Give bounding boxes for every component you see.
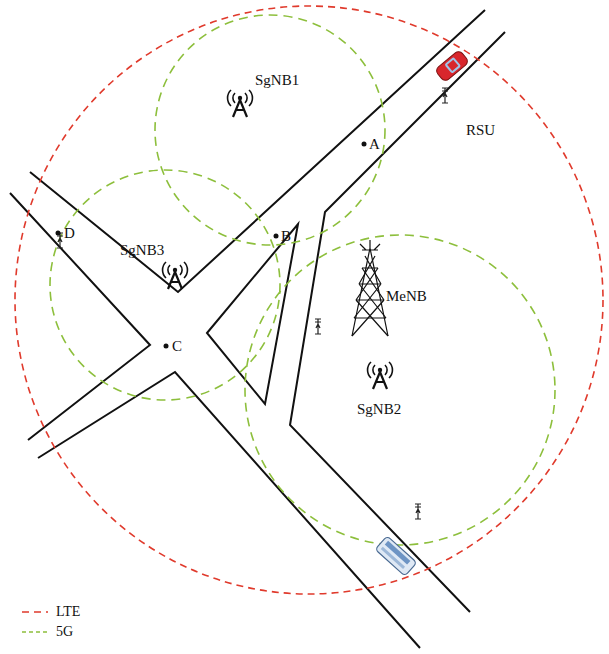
legend-line-sample bbox=[22, 631, 48, 633]
rsu-icon bbox=[415, 504, 421, 519]
5g-coverage bbox=[50, 15, 555, 545]
sgnb-antenna bbox=[163, 262, 188, 289]
station-label: SgNB1 bbox=[255, 73, 299, 88]
rsu-icon bbox=[315, 319, 321, 334]
rsu-label: RSU bbox=[466, 123, 495, 138]
station-label: MeNB bbox=[386, 289, 427, 304]
road-lines bbox=[10, 10, 505, 648]
station-label: SgNB3 bbox=[120, 243, 164, 258]
point-label: D bbox=[64, 226, 75, 241]
legend-text: 5G bbox=[56, 625, 73, 639]
point-label: C bbox=[172, 339, 182, 354]
legend-line-sample bbox=[22, 611, 48, 613]
bus-icon bbox=[375, 536, 417, 576]
rsu-icon bbox=[442, 88, 448, 103]
legend-text: LTE bbox=[56, 605, 80, 619]
point-label: A bbox=[369, 137, 380, 152]
station-label: SgNB2 bbox=[357, 402, 401, 417]
sgnb-antenna bbox=[228, 90, 253, 117]
lte-coverage bbox=[15, 6, 603, 594]
point-label: B bbox=[281, 229, 291, 244]
sgnb-antenna bbox=[368, 362, 393, 389]
car-icon bbox=[435, 50, 470, 83]
position-dots bbox=[56, 142, 367, 349]
menb-tower bbox=[352, 240, 388, 336]
